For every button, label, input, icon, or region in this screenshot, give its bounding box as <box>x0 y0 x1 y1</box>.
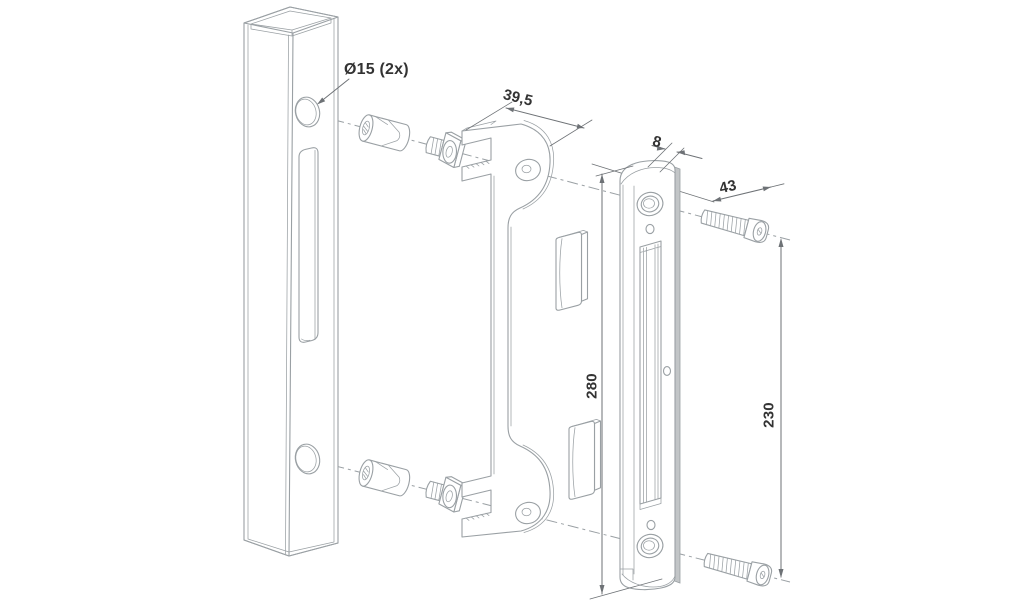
spacer-block-bottom <box>568 418 602 500</box>
label-hole-diameter: Ø15 (2x) <box>344 61 409 78</box>
post-hole-bottom <box>294 443 321 475</box>
dim-plate-height <box>589 165 663 600</box>
label-plate-height: 280 <box>583 373 601 399</box>
dim-bracket-width <box>465 101 593 147</box>
keeper-plate <box>619 160 681 591</box>
bracket-hole-bottom <box>515 501 541 525</box>
plate-thread-hole-bottom <box>636 533 664 559</box>
plate-thread-hole-top <box>636 191 664 217</box>
expansion-anchor-bottom <box>356 457 413 498</box>
screw-top <box>698 204 771 245</box>
screw-bottom <box>701 548 774 589</box>
dim-screw-spacing <box>778 238 784 578</box>
leader-hole-diameter <box>317 78 350 105</box>
threaded-insert-bottom <box>422 470 468 514</box>
bracket-hole-top <box>515 158 541 182</box>
plate-small-hole-top <box>645 223 655 235</box>
label-screw-spacing: 230 <box>760 402 778 428</box>
dim-screw-length <box>712 183 785 202</box>
claw-bracket <box>461 120 554 538</box>
square-post <box>243 6 339 557</box>
plate-small-hole-bottom <box>646 519 656 531</box>
spacer-block-top <box>555 229 589 311</box>
post-slot <box>298 147 319 343</box>
threaded-insert-top <box>422 126 468 170</box>
post-hole-top <box>294 96 321 128</box>
plate-small-hole-middle <box>662 366 672 376</box>
plate-channel <box>639 240 662 510</box>
dim-plate-thickness <box>647 142 703 173</box>
expansion-anchor-top <box>356 112 413 153</box>
